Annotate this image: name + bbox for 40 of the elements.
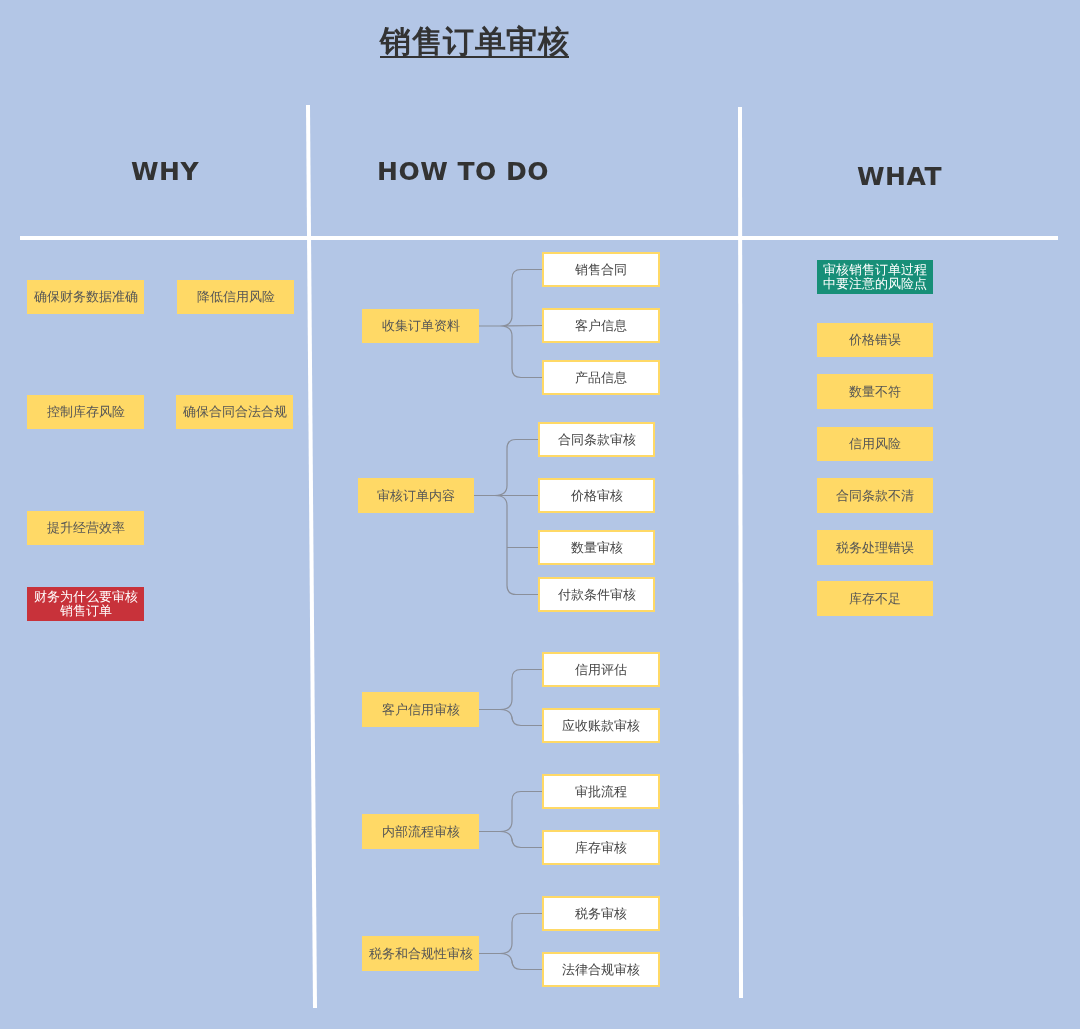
title: 销售订单审核 xyxy=(380,22,569,61)
brace-connector xyxy=(478,268,543,379)
item-box: 客户信息 xyxy=(542,308,660,343)
reason-box: 提升经营效率 xyxy=(27,511,144,545)
item-box: 法律合规审核 xyxy=(542,952,660,987)
reason-box: 控制库存风险 xyxy=(27,395,144,429)
question-box: 财务为什么要审核销售订单 xyxy=(27,587,144,621)
column-heading: WHY xyxy=(131,157,200,186)
item-box: 产品信息 xyxy=(542,360,660,395)
risk-box: 合同条款不清 xyxy=(817,478,933,513)
heading-box: 审核销售订单过程中要注意的风险点 xyxy=(817,260,933,294)
step-box: 内部流程审核 xyxy=(362,814,479,849)
item-box: 审批流程 xyxy=(542,774,660,809)
risk-box: 库存不足 xyxy=(817,581,933,616)
risk-box: 税务处理错误 xyxy=(817,530,933,565)
risk-box: 数量不符 xyxy=(817,374,933,409)
column-heading: HOW TO DO xyxy=(377,157,549,186)
item-box: 信用评估 xyxy=(542,652,660,687)
risk-box: 信用风险 xyxy=(817,427,933,461)
brace-connector xyxy=(478,668,543,727)
item-box: 数量审核 xyxy=(538,530,655,565)
risk-box: 价格错误 xyxy=(817,323,933,357)
item-box: 销售合同 xyxy=(542,252,660,287)
step-box: 审核订单内容 xyxy=(358,478,474,513)
reason-box: 降低信用风险 xyxy=(177,280,294,314)
item-box: 税务审核 xyxy=(542,896,660,931)
step-box: 税务和合规性审核 xyxy=(362,936,479,971)
step-box: 收集订单资料 xyxy=(362,309,479,343)
item-box: 价格审核 xyxy=(538,478,655,513)
item-box: 库存审核 xyxy=(542,830,660,865)
item-box: 付款条件审核 xyxy=(538,577,655,612)
item-box: 合同条款审核 xyxy=(538,422,655,457)
reason-box: 确保财务数据准确 xyxy=(27,280,144,314)
brace-connector xyxy=(478,790,543,849)
step-box: 客户信用审核 xyxy=(362,692,479,727)
reason-box: 确保合同合法合规 xyxy=(176,395,293,429)
brace-connector xyxy=(478,912,543,971)
brace-connector xyxy=(473,438,539,596)
item-box: 应收账款审核 xyxy=(542,708,660,743)
column-heading: WHAT xyxy=(857,162,942,191)
